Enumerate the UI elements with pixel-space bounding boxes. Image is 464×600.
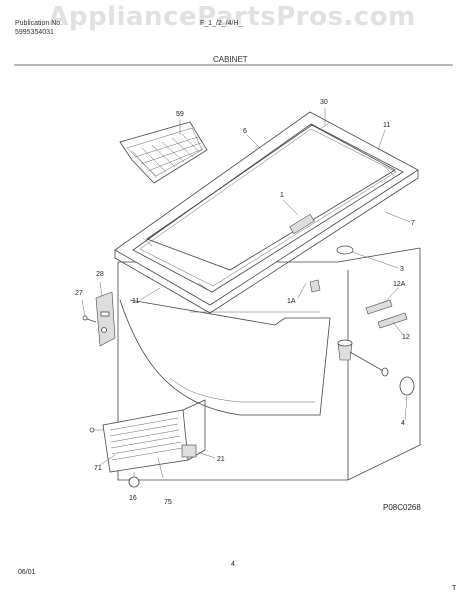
publication-number: 5995354031 <box>15 29 54 36</box>
callout-6: 6 <box>243 128 247 135</box>
callout-1: 1 <box>280 192 284 199</box>
basket <box>119 121 208 184</box>
callout-21: 21 <box>217 456 225 463</box>
callout-12A: 12A <box>393 281 406 288</box>
callout-75: 75 <box>164 499 172 506</box>
callout-4: 4 <box>401 420 405 427</box>
hinge <box>82 291 116 347</box>
watermark: AppliancePartsPros.com <box>48 2 416 32</box>
callout-3: 3 <box>400 266 404 273</box>
grille-compartment <box>89 399 206 488</box>
callout-1A: 1A <box>287 298 296 305</box>
callout-27: 27 <box>75 290 83 297</box>
drain-parts <box>336 245 415 396</box>
callout-30: 30 <box>320 99 328 106</box>
model-number: F_1_/2_/4/H_ <box>200 20 243 27</box>
callout-59: 59 <box>176 111 184 118</box>
leader-lines <box>81 108 411 466</box>
lid <box>114 111 419 314</box>
section-title: CABINET <box>213 55 248 64</box>
callout-11-top: 11 <box>383 122 391 129</box>
publication-label: Publication No. <box>15 20 63 27</box>
diagram-code: P08C0268 <box>383 503 421 512</box>
callout-7: 7 <box>411 220 415 227</box>
callout-71: 71 <box>94 465 102 472</box>
footer-date: 06/01 <box>18 569 36 576</box>
corner-mark: T <box>452 585 457 592</box>
callout-11-bottom: 11 <box>132 298 140 305</box>
label-plates <box>309 279 408 329</box>
callout-28: 28 <box>96 271 104 278</box>
callout-16: 16 <box>129 495 137 502</box>
callout-12: 12 <box>402 334 410 341</box>
page-number: 4 <box>231 561 235 568</box>
